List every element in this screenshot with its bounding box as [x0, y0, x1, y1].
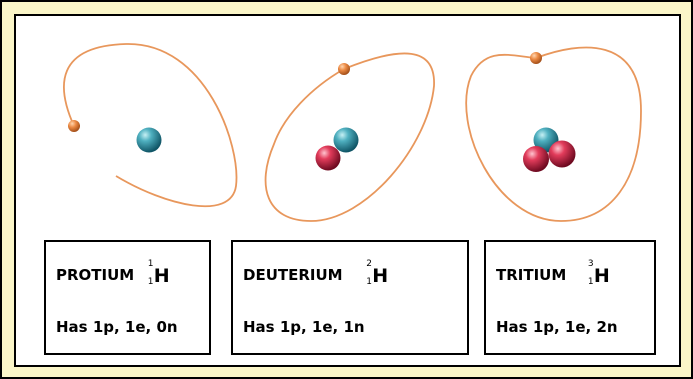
deuterium-symbol: H [372, 265, 389, 287]
tritium-description: Has 1p, 1e, 2n [496, 318, 618, 336]
deuterium-orbit [264, 52, 435, 222]
tritium-atomic-number: 1 [587, 277, 594, 287]
tritium-proton-2 [523, 146, 549, 172]
deuterium-electron [338, 63, 350, 75]
protium-atom [63, 43, 238, 208]
deuterium-neutron [333, 127, 359, 153]
atoms-illustration [63, 43, 642, 222]
diagram-panel: PROTIUM 1 1 H Has 1p, 1e, 0n DEUTERIUM 2… [14, 14, 681, 367]
tritium-electron [530, 52, 542, 64]
protium-orbit [63, 43, 238, 208]
deuterium-name: DEUTERIUM [243, 266, 343, 284]
protium-symbol: H [153, 265, 170, 287]
tritium-proton [548, 140, 576, 168]
protium-name: PROTIUM [56, 266, 135, 284]
protium-electron [68, 120, 80, 132]
tritium-title-row: TRITIUM 3 1 H [496, 259, 610, 291]
protium-mass-number: 1 [147, 259, 154, 269]
deuterium-mass-number: 2 [366, 259, 372, 269]
protium-title-row: PROTIUM 1 1 H [56, 259, 170, 291]
protium-card: PROTIUM 1 1 H Has 1p, 1e, 0n [44, 240, 211, 355]
tritium-mass-number: 3 [587, 259, 594, 269]
deuterium-atomic-number: 1 [366, 277, 372, 287]
deuterium-description: Has 1p, 1e, 1n [243, 318, 365, 336]
tritium-atom [465, 46, 642, 222]
tritium-symbol: H [593, 265, 610, 287]
protium-neutron-ball [136, 127, 162, 153]
tritium-notation: 3 1 H [588, 259, 610, 291]
tritium-name: TRITIUM [496, 266, 567, 284]
tritium-orbit [465, 46, 642, 222]
deuterium-title-row: DEUTERIUM 2 1 H [243, 259, 388, 291]
protium-description: Has 1p, 1e, 0n [56, 318, 178, 336]
deuterium-notation: 2 1 H [366, 259, 388, 291]
protium-notation: 1 1 H [148, 259, 170, 291]
deuterium-proton [315, 145, 341, 171]
protium-atomic-number: 1 [147, 277, 154, 287]
deuterium-atom [264, 52, 435, 222]
tritium-card: TRITIUM 3 1 H Has 1p, 1e, 2n [484, 240, 656, 355]
deuterium-card: DEUTERIUM 2 1 H Has 1p, 1e, 1n [231, 240, 469, 355]
